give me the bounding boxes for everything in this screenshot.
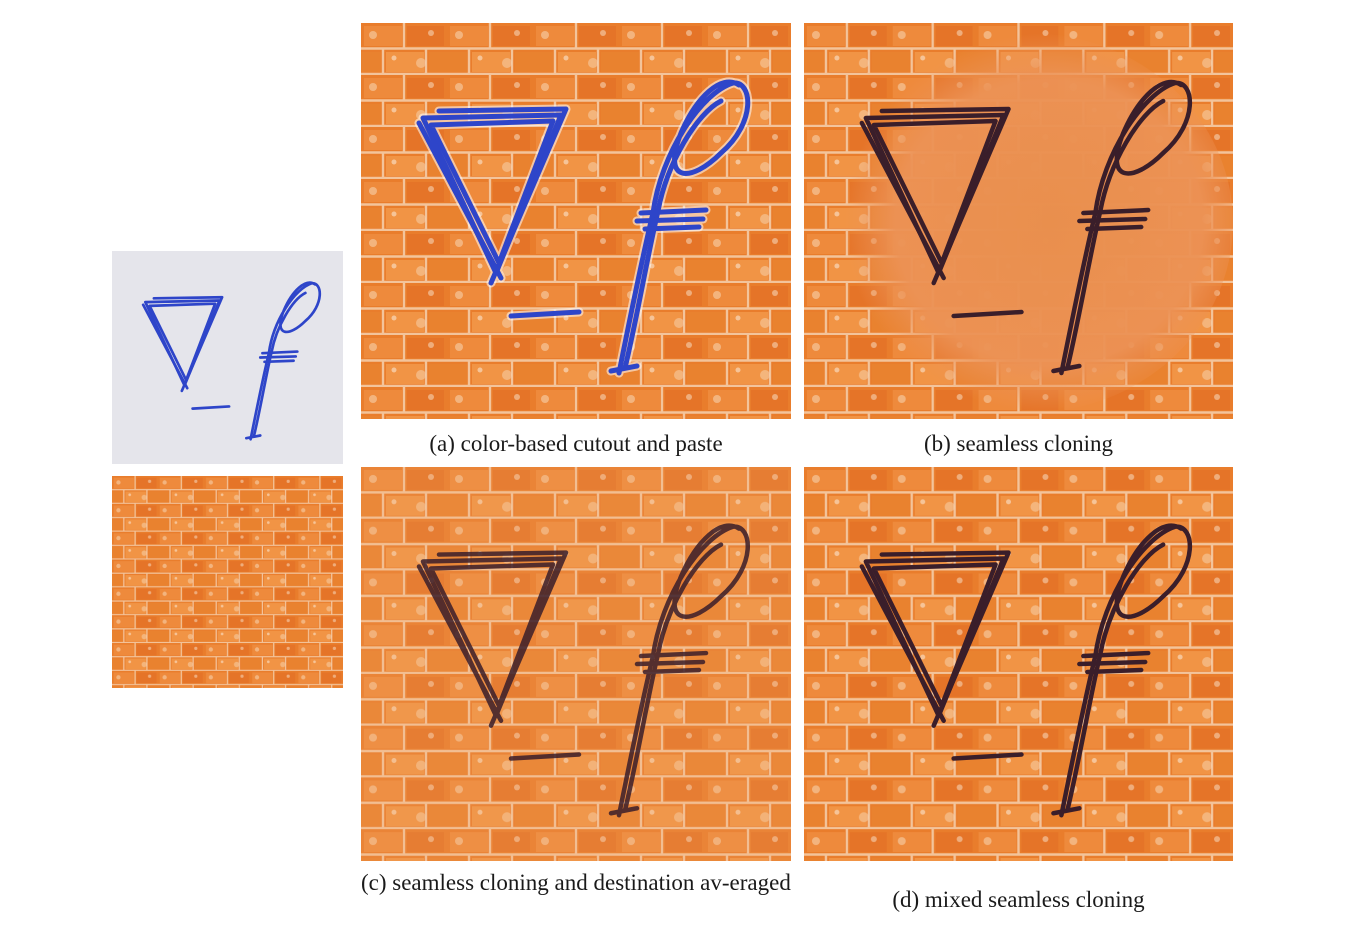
caption-c: (c) seamless cloning and destination av-… xyxy=(361,870,791,895)
result-seamless-averaged-image xyxy=(361,467,791,861)
result-mixed-seamless-image xyxy=(804,467,1233,861)
caption-d: (d) mixed seamless cloning xyxy=(892,887,1145,912)
caption-b: (b) seamless cloning xyxy=(923,431,1114,456)
result-color-based-cutout-image xyxy=(361,23,791,419)
caption-a: (a) color-based cutout and paste xyxy=(429,431,723,456)
source-brick-wall-image xyxy=(112,476,343,688)
source-sketch-image xyxy=(112,251,343,464)
result-seamless-cloning-image xyxy=(804,23,1233,419)
